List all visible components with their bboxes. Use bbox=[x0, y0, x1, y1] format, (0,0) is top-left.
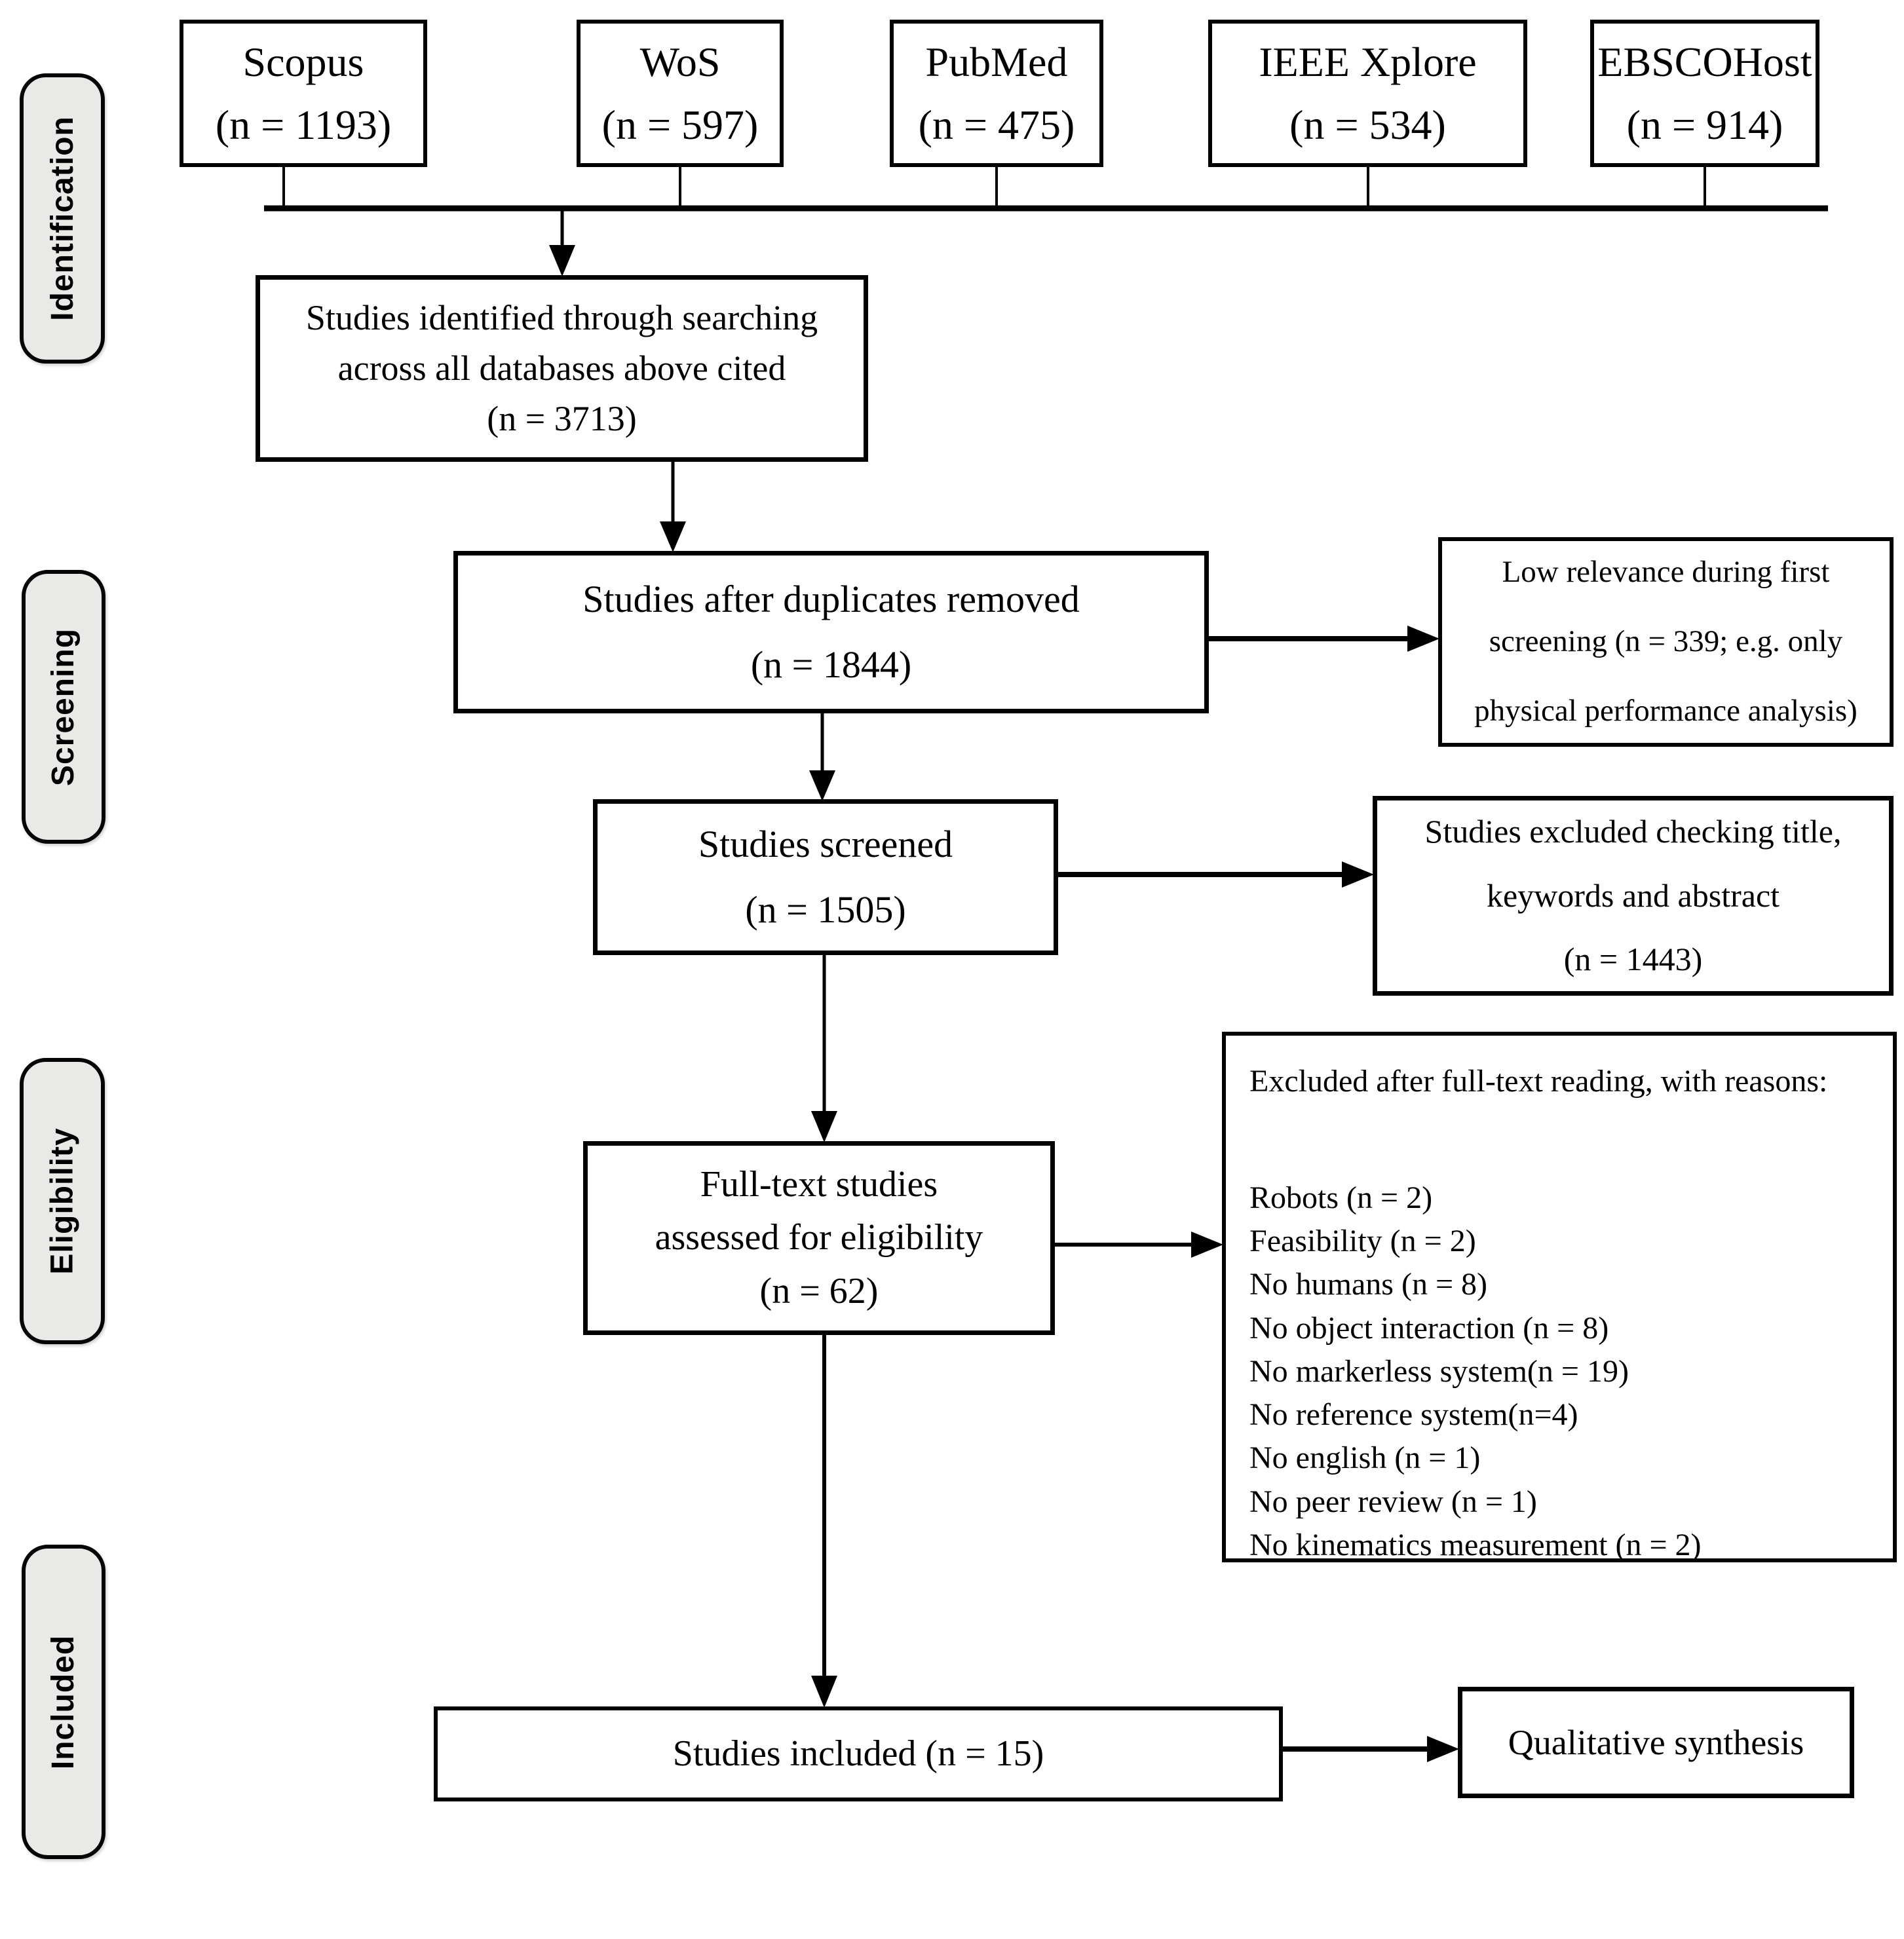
exclusion-reason: Robots (n = 2) bbox=[1249, 1180, 1433, 1215]
stage-label-eligibility: Eligibility bbox=[20, 1058, 105, 1344]
box-text-line: assessed for eligibility bbox=[655, 1217, 983, 1258]
box-full-text-assessed: Full-text studies assessed for eligibili… bbox=[583, 1141, 1055, 1335]
stage-label-identification: Identification bbox=[20, 73, 105, 364]
box-studies-identified: Studies identified through searching acr… bbox=[256, 275, 868, 462]
box-text-line: Studies screened bbox=[698, 823, 953, 866]
arrow-collector-to-identified bbox=[549, 208, 575, 276]
source-box-pubmed: PubMed (n = 475) bbox=[890, 20, 1103, 167]
source-box-ieee-xplore: IEEE Xplore (n = 534) bbox=[1208, 20, 1527, 167]
box-text-line: Studies excluded checking title, bbox=[1424, 813, 1842, 850]
arrow-identified-to-duplicates bbox=[660, 462, 686, 552]
source-count: (n = 475) bbox=[918, 101, 1075, 148]
box-text-line: Full-text studies bbox=[700, 1164, 938, 1205]
source-count: (n = 534) bbox=[1289, 101, 1446, 148]
box-studies-included: Studies included (n = 15) bbox=[434, 1706, 1283, 1801]
arrow-duplicates-to-low-relevance bbox=[1209, 626, 1439, 652]
source-box-scopus: Scopus (n = 1193) bbox=[180, 20, 427, 167]
arrow-included-to-qualitative bbox=[1283, 1736, 1459, 1762]
box-text-line: Studies after duplicates removed bbox=[582, 578, 1080, 621]
source-box-wos: WoS (n = 597) bbox=[577, 20, 784, 167]
stage-label-included: Included bbox=[22, 1545, 105, 1859]
source-name: PubMed bbox=[925, 38, 1068, 85]
source-box-ebscohost: EBSCOHost (n = 914) bbox=[1590, 20, 1819, 167]
source-count: (n = 914) bbox=[1626, 101, 1783, 148]
box-text-line: (n = 3713) bbox=[487, 398, 637, 438]
box-text-line: Low relevance during first bbox=[1502, 555, 1830, 590]
stage-label-text: Identification bbox=[45, 116, 80, 321]
exclusion-reason: No humans (n = 8) bbox=[1249, 1267, 1488, 1302]
box-text-line: (n = 1505) bbox=[745, 888, 906, 931]
stage-label-text: Eligibility bbox=[45, 1127, 80, 1275]
exclusion-reason: No markerless system(n = 19) bbox=[1249, 1353, 1629, 1389]
box-text-line: keywords and abstract bbox=[1486, 876, 1780, 914]
arrow-screened-to-fulltext bbox=[811, 955, 837, 1142]
source-name: Scopus bbox=[242, 38, 364, 85]
exclusion-reason: No english (n = 1) bbox=[1249, 1440, 1481, 1476]
exclusion-reason: Feasibility (n = 2) bbox=[1249, 1224, 1476, 1259]
arrow-screened-to-excluded bbox=[1058, 861, 1374, 888]
stage-label-text: Screening bbox=[46, 628, 81, 786]
source-name: IEEE Xplore bbox=[1259, 38, 1477, 85]
box-text-line: Studies identified through searching bbox=[305, 298, 818, 338]
box-text-line: (n = 1844) bbox=[750, 643, 912, 686]
box-text-line: Qualitative synthesis bbox=[1508, 1722, 1804, 1762]
source-count: (n = 597) bbox=[601, 101, 759, 148]
stage-label-text: Included bbox=[46, 1634, 81, 1769]
box-text-line: screening (n = 339; e.g. only bbox=[1489, 624, 1843, 659]
box-qualitative-synthesis: Qualitative synthesis bbox=[1458, 1687, 1854, 1798]
source-collector-connector bbox=[264, 167, 1828, 212]
exclusion-reason: No kinematics measurement (n = 2) bbox=[1249, 1527, 1702, 1562]
exclusion-reasons-heading: Excluded after full-text reading, with r… bbox=[1249, 1064, 1828, 1099]
box-excluded-full-text-reasons: Excluded after full-text reading, with r… bbox=[1222, 1032, 1897, 1562]
box-studies-screened: Studies screened (n = 1505) bbox=[593, 799, 1058, 955]
arrow-fulltext-to-reasons bbox=[1055, 1232, 1223, 1258]
box-text-line: (n = 1443) bbox=[1563, 941, 1703, 978]
source-count: (n = 1193) bbox=[215, 101, 392, 148]
arrow-duplicates-to-screened bbox=[809, 713, 835, 801]
box-excluded-title-abstract: Studies excluded checking title, keyword… bbox=[1373, 796, 1894, 996]
arrow-fulltext-to-included bbox=[811, 1335, 837, 1708]
box-text-line: Studies included (n = 15) bbox=[672, 1733, 1044, 1774]
exclusion-reason: No object interaction (n = 8) bbox=[1249, 1310, 1609, 1346]
box-text-line: across all databases above cited bbox=[337, 348, 786, 388]
source-name: EBSCOHost bbox=[1597, 38, 1812, 85]
box-text-line: (n = 62) bbox=[759, 1270, 879, 1311]
stage-label-screening: Screening bbox=[22, 570, 105, 844]
box-text-line: physical performance analysis) bbox=[1474, 693, 1857, 728]
exclusion-reason: No reference system(n=4) bbox=[1249, 1397, 1578, 1433]
source-name: WoS bbox=[639, 38, 721, 85]
box-low-relevance-excluded: Low relevance during first screening (n … bbox=[1438, 537, 1894, 747]
box-duplicates-removed: Studies after duplicates removed (n = 18… bbox=[453, 551, 1209, 713]
exclusion-reason: No peer review (n = 1) bbox=[1249, 1484, 1537, 1519]
